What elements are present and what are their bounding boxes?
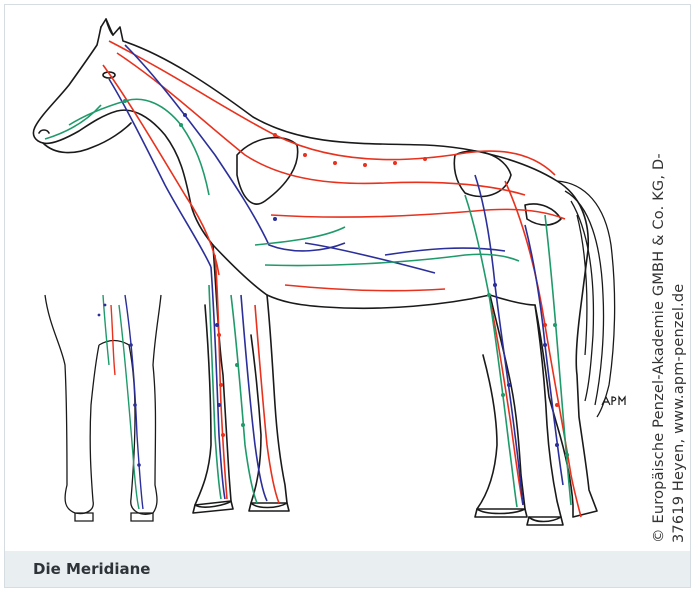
blue-meridians [109, 45, 563, 505]
figure-frame: © Europäische Penzel-Akademie GMBH & Co.… [4, 4, 691, 588]
copyright-line-2: 37619 Heyen, www.apm-penzel.de [671, 284, 687, 543]
figure-caption: Die Meridiane [33, 560, 150, 578]
copyright-line-1: © Europäische Penzel-Akademie GMBH & Co.… [651, 153, 667, 543]
copyright-notice: © Europäische Penzel-Akademie GMBH & Co.… [617, 13, 681, 543]
horse-tail [557, 181, 615, 417]
front-view-meridians [103, 295, 143, 509]
horse-meridian-illustration [5, 5, 690, 551]
red-meridian-points [217, 133, 569, 457]
front-view-inset [45, 295, 161, 521]
caption-bar: Die Meridiane [5, 551, 690, 587]
green-meridian-points [123, 99, 569, 457]
